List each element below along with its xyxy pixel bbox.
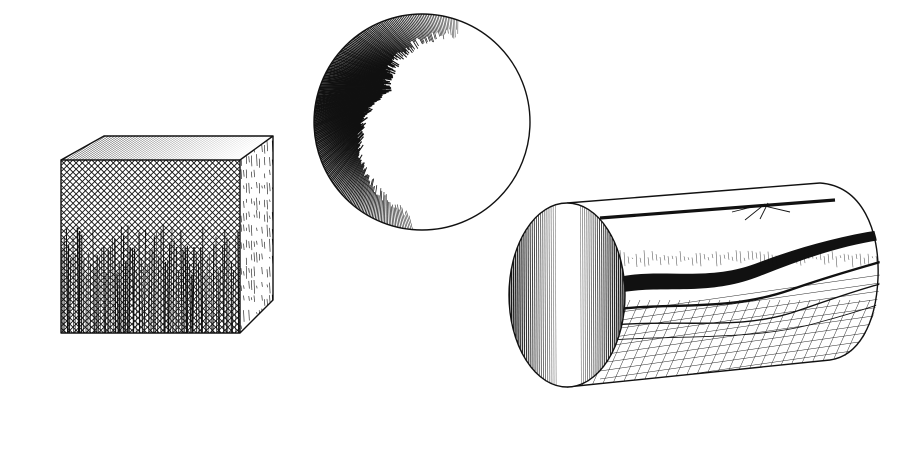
sphere-shading <box>314 14 459 230</box>
cube <box>60 135 274 334</box>
cube-top-face <box>61 136 273 160</box>
cylinder-outline <box>566 182 879 388</box>
sphere <box>313 13 531 231</box>
cylinder <box>508 182 880 388</box>
cylinder-cap-outline <box>508 202 626 388</box>
sphere-outline <box>313 13 531 231</box>
cube-outline <box>60 135 274 334</box>
